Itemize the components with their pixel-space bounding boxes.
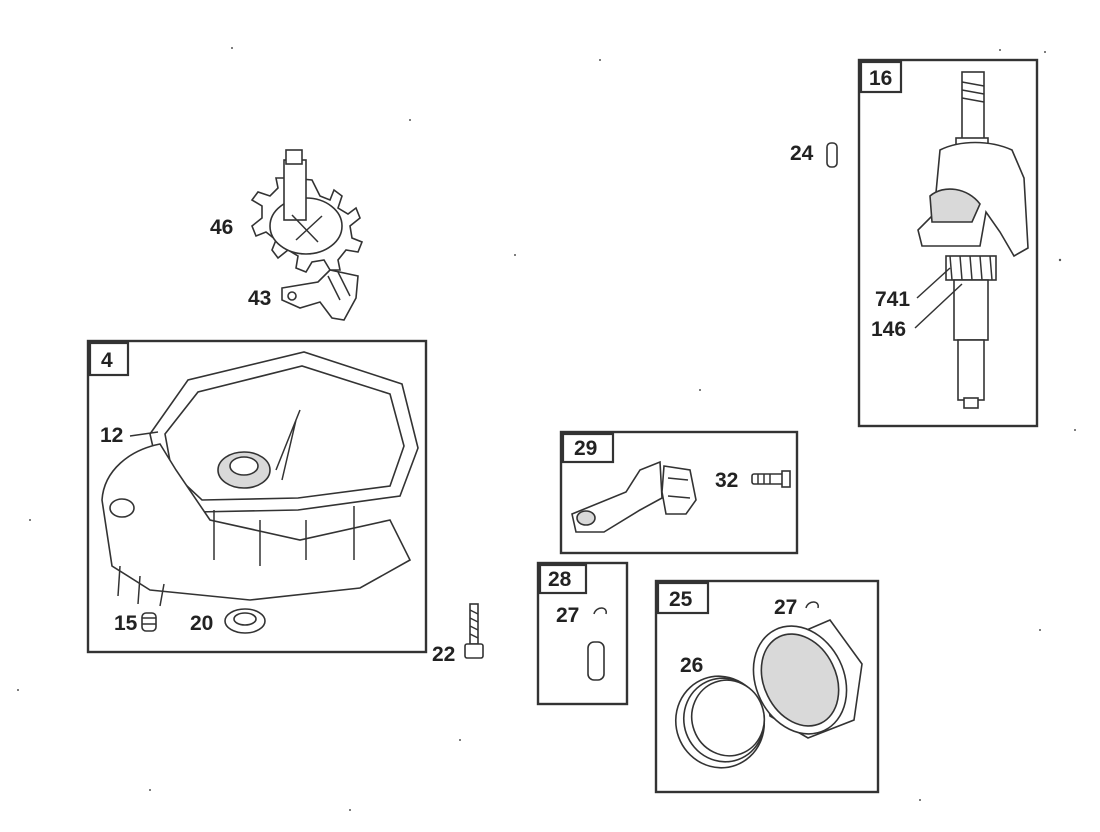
piston-pin-part	[587, 641, 605, 681]
rod-bolt-part	[751, 470, 791, 488]
part-label-24: 24	[790, 142, 814, 165]
part-label-27-b: 27	[774, 596, 797, 619]
part-label-26: 26	[680, 654, 703, 677]
crankshaft-part	[917, 71, 1029, 409]
box-16-tag	[859, 60, 903, 94]
piston-rings-part	[674, 675, 766, 769]
part-label-146: 146	[871, 318, 906, 341]
part-label-15: 15	[114, 612, 138, 635]
retainer-clip-a	[593, 607, 607, 615]
scan-specks	[17, 47, 1076, 811]
part-label-20: 20	[190, 612, 213, 635]
box-25-frame	[654, 579, 880, 794]
box-4: 4	[86, 339, 428, 654]
part-label-29: 29	[574, 437, 597, 460]
part-label-28: 28	[548, 568, 572, 591]
part-15-shape	[141, 612, 157, 632]
retainer-clip-b	[805, 601, 819, 609]
part-label-741: 741	[875, 288, 910, 311]
part-label-4: 4	[101, 349, 113, 372]
box-28: 28 27	[536, 561, 629, 706]
part-label-43: 43	[248, 287, 271, 310]
crankcase-cover-part	[101, 443, 412, 601]
part-label-46: 46	[210, 216, 233, 239]
box-25: 25 27 26	[654, 579, 880, 794]
connecting-rod-part	[571, 460, 697, 533]
cam-gear-part	[250, 149, 364, 273]
part-label-12: 12	[100, 424, 123, 447]
box-16: 16 741 146	[857, 58, 1039, 428]
part-label-22: 22	[432, 643, 455, 666]
box-4-tag	[88, 341, 130, 377]
box-28-frame	[536, 561, 629, 706]
box-29-tag	[561, 432, 615, 464]
box-29-frame	[559, 430, 799, 555]
piston-part	[752, 619, 863, 739]
box-28-tag	[538, 563, 588, 595]
box-25-tag	[656, 581, 710, 615]
governor-bracket-part	[281, 269, 359, 321]
box-4-frame	[86, 339, 428, 654]
part-label-27-a: 27	[556, 604, 579, 627]
box-16-frame	[857, 58, 1039, 428]
part-label-25: 25	[669, 588, 693, 611]
box-29: 29 32	[559, 430, 799, 555]
key-part	[826, 142, 838, 168]
part-label-16: 16	[869, 67, 892, 90]
part-label-32: 32	[715, 469, 738, 492]
bolt-part	[464, 603, 484, 659]
